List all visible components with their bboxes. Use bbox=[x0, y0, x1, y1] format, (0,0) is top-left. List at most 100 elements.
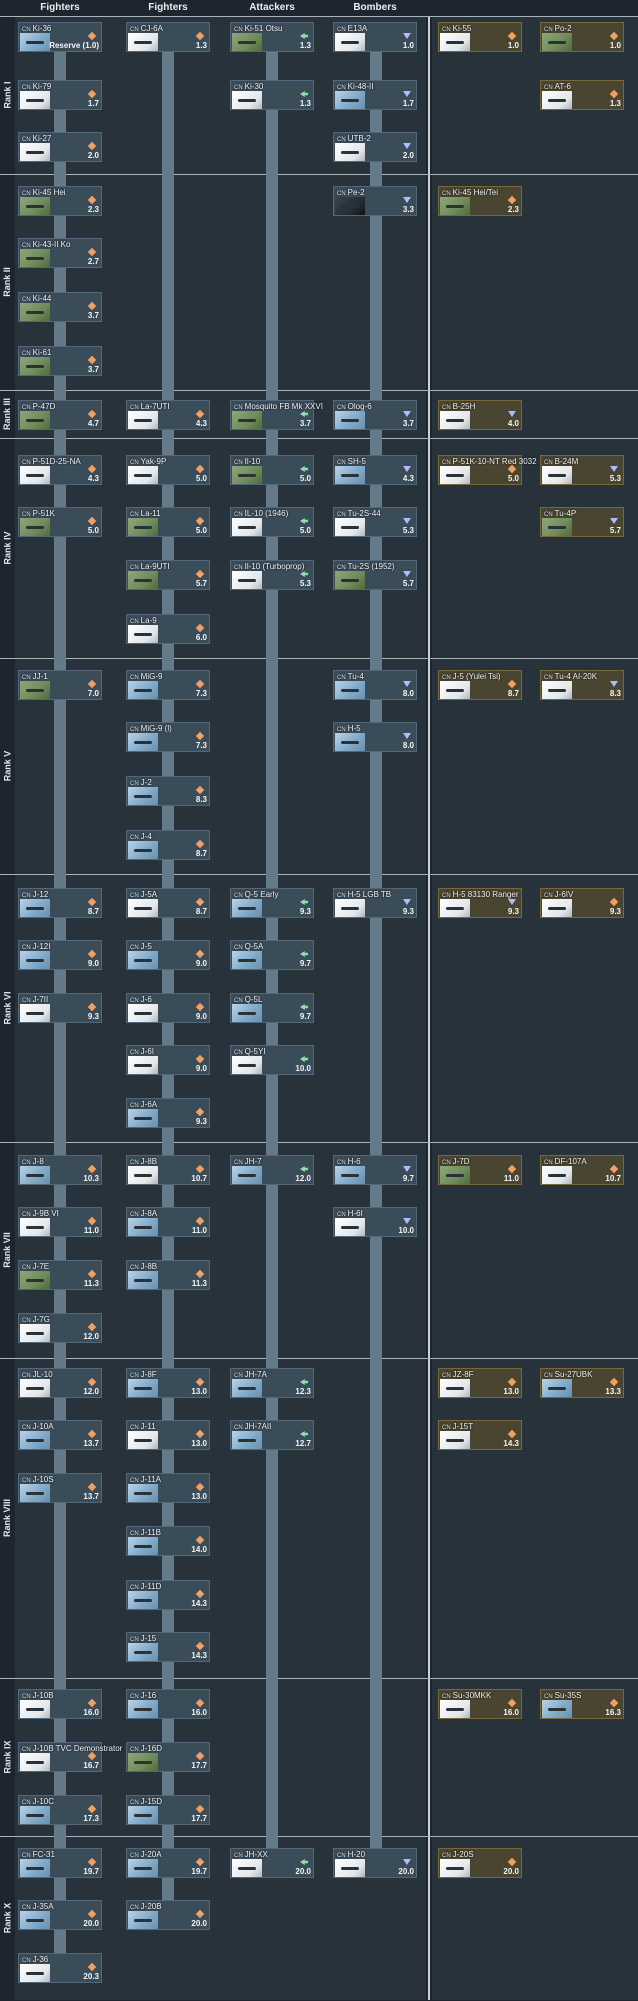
vehicle-card-j8[interactable]: CNJ-810.3 bbox=[18, 1155, 102, 1185]
vehicle-card-su30mkk[interactable]: CNSu-30MKK16.0 bbox=[438, 1689, 522, 1719]
vehicle-card-j15d[interactable]: CNJ-15D17.7 bbox=[126, 1795, 210, 1825]
vehicle-card-j36[interactable]: CNJ-3620.3 bbox=[18, 1953, 102, 1983]
vehicle-card-j8f[interactable]: CNJ-8F13.0 bbox=[126, 1368, 210, 1398]
vehicle-card-pe2[interactable]: CNPe-23.3 bbox=[333, 186, 417, 216]
vehicle-card-mig9[interactable]: CNMiG-97.3 bbox=[126, 670, 210, 700]
vehicle-card-sh5[interactable]: CNSH-54.3 bbox=[333, 455, 417, 485]
vehicle-card-h5[interactable]: CNH-58.0 bbox=[333, 722, 417, 752]
vehicle-card-j10c[interactable]: CNJ-10C17.3 bbox=[18, 1795, 102, 1825]
vehicle-card-b25h[interactable]: CNB-25H4.0 bbox=[438, 400, 522, 430]
vehicle-card-j11d[interactable]: CNJ-11D14.3 bbox=[126, 1580, 210, 1610]
vehicle-card-la7uti[interactable]: CNLa-7UTI4.3 bbox=[126, 400, 210, 430]
vehicle-card-j11[interactable]: CNJ-1113.0 bbox=[126, 1420, 210, 1450]
vehicle-card-j20a[interactable]: CNJ-20A19.7 bbox=[126, 1848, 210, 1878]
vehicle-card-ki45hei[interactable]: CNKi-45 Hei2.3 bbox=[18, 186, 102, 216]
vehicle-card-j10s[interactable]: CNJ-10S13.7 bbox=[18, 1473, 102, 1503]
vehicle-card-p51d[interactable]: CNP-51D-25-NA4.3 bbox=[18, 455, 102, 485]
vehicle-card-h6i[interactable]: CNH-6I10.0 bbox=[333, 1207, 417, 1237]
vehicle-card-j11a[interactable]: CNJ-11A13.0 bbox=[126, 1473, 210, 1503]
vehicle-card-jh7a[interactable]: CNJH-7A12.3 bbox=[230, 1368, 314, 1398]
vehicle-card-su27ubk[interactable]: CNSu-27UBK13.3 bbox=[540, 1368, 624, 1398]
vehicle-card-q5early[interactable]: CNQ-5 Early9.3 bbox=[230, 888, 314, 918]
vehicle-card-j8b[interactable]: CNJ-8B10.7 bbox=[126, 1155, 210, 1185]
vehicle-card-q5l[interactable]: CNQ-5L9.7 bbox=[230, 993, 314, 1023]
vehicle-card-j9bvi[interactable]: CNJ-9B VI11.0 bbox=[18, 1207, 102, 1237]
vehicle-card-q5a[interactable]: CNQ-5A9.7 bbox=[230, 940, 314, 970]
vehicle-card-j10btvc[interactable]: CNJ-10B TVC Demonstrator16.7 bbox=[18, 1742, 122, 1772]
vehicle-card-at6[interactable]: CNAT-61.3 bbox=[540, 80, 624, 110]
vehicle-card-ki36[interactable]: CNKi-36Reserve (1.0) bbox=[18, 22, 102, 52]
vehicle-card-j7g[interactable]: CNJ-7G12.0 bbox=[18, 1313, 102, 1343]
vehicle-card-olog6[interactable]: CNOlog-63.7 bbox=[333, 400, 417, 430]
vehicle-card-jh7[interactable]: CNJH-712.0 bbox=[230, 1155, 314, 1185]
vehicle-card-j6a[interactable]: CNJ-6A9.3 bbox=[126, 1098, 210, 1128]
vehicle-card-tu4p[interactable]: CNTu-4P5.7 bbox=[540, 507, 624, 537]
vehicle-card-j15[interactable]: CNJ-1514.3 bbox=[126, 1632, 210, 1662]
vehicle-card-j35a[interactable]: CNJ-35A20.0 bbox=[18, 1900, 102, 1930]
vehicle-card-mig9l[interactable]: CNMiG-9 (l)7.3 bbox=[126, 722, 210, 752]
vehicle-card-il10[interactable]: CNIl-105.0 bbox=[230, 455, 314, 485]
vehicle-card-j15t[interactable]: CNJ-15T14.3 bbox=[438, 1420, 522, 1450]
vehicle-card-j10a[interactable]: CNJ-10A13.7 bbox=[18, 1420, 102, 1450]
vehicle-card-q5yi[interactable]: CNQ-5YI10.0 bbox=[230, 1045, 314, 1075]
vehicle-card-p47d[interactable]: CNP-47D4.7 bbox=[18, 400, 102, 430]
vehicle-card-j6i[interactable]: CNJ-6I9.0 bbox=[126, 1045, 210, 1075]
vehicle-card-jz8f[interactable]: CNJZ-8F13.0 bbox=[438, 1368, 522, 1398]
vehicle-card-ki43[interactable]: CNKi-43-II Ko2.7 bbox=[18, 238, 102, 268]
vehicle-card-mosquito[interactable]: CNMosquito FB Mk XXVI3.7 bbox=[230, 400, 323, 430]
vehicle-card-j16[interactable]: CNJ-1616.0 bbox=[126, 1689, 210, 1719]
vehicle-card-j8a[interactable]: CNJ-8A11.0 bbox=[126, 1207, 210, 1237]
vehicle-card-tu2s44[interactable]: CNTu-2S-445.3 bbox=[333, 507, 417, 537]
vehicle-card-il10_turbo[interactable]: CNIl-10 (Turboprop)5.3 bbox=[230, 560, 314, 590]
vehicle-card-ki45heitei[interactable]: CNKi-45 Hei/Tei2.3 bbox=[438, 186, 522, 216]
vehicle-card-ki61[interactable]: CNKi-613.7 bbox=[18, 346, 102, 376]
vehicle-card-ki79[interactable]: CNKi-791.7 bbox=[18, 80, 102, 110]
vehicle-card-la9[interactable]: CNLa-96.0 bbox=[126, 614, 210, 644]
vehicle-card-jl10[interactable]: CNJL-1012.0 bbox=[18, 1368, 102, 1398]
vehicle-card-j5a[interactable]: CNJ-5A8.7 bbox=[126, 888, 210, 918]
vehicle-card-b24m[interactable]: CNB-24M5.3 bbox=[540, 455, 624, 485]
vehicle-card-la11[interactable]: CNLa-115.0 bbox=[126, 507, 210, 537]
vehicle-card-utb2[interactable]: CNUTB-22.0 bbox=[333, 132, 417, 162]
vehicle-card-e13a[interactable]: CNE13A1.0 bbox=[333, 22, 417, 52]
vehicle-card-po2[interactable]: CNPo-21.0 bbox=[540, 22, 624, 52]
vehicle-card-j4[interactable]: CNJ-48.7 bbox=[126, 830, 210, 860]
vehicle-card-ki51[interactable]: CNKi-51 Otsu1.3 bbox=[230, 22, 314, 52]
vehicle-card-j5yulei[interactable]: CNJ-5 (Yulei Tsi)8.7 bbox=[438, 670, 522, 700]
vehicle-card-ki44[interactable]: CNKi-443.7 bbox=[18, 292, 102, 322]
vehicle-card-j10b[interactable]: CNJ-10B16.0 bbox=[18, 1689, 102, 1719]
vehicle-card-ki27[interactable]: CNKi-272.0 bbox=[18, 132, 102, 162]
vehicle-card-j12i[interactable]: CNJ-12I9.0 bbox=[18, 940, 102, 970]
vehicle-card-p51k10[interactable]: CNP-51K-10-NT Red 30325.0 bbox=[438, 455, 537, 485]
vehicle-card-h6[interactable]: CNH-69.7 bbox=[333, 1155, 417, 1185]
vehicle-card-j11b[interactable]: CNJ-11B14.0 bbox=[126, 1526, 210, 1556]
vehicle-card-h5lgb[interactable]: CNH-5 LGB TB9.3 bbox=[333, 888, 417, 918]
vehicle-card-su35s[interactable]: CNSu-35S16.3 bbox=[540, 1689, 624, 1719]
vehicle-card-tu4ai20k[interactable]: CNTu-4 AI-20K8.3 bbox=[540, 670, 624, 700]
vehicle-card-df107a[interactable]: CNDF-107A10.7 bbox=[540, 1155, 624, 1185]
vehicle-card-h5_83130[interactable]: CNH-5 83130 Ranger9.3 bbox=[438, 888, 522, 918]
vehicle-card-j8b2[interactable]: CNJ-8B11.3 bbox=[126, 1260, 210, 1290]
vehicle-card-il10_1946[interactable]: CNIL-10 (1946)5.0 bbox=[230, 507, 314, 537]
vehicle-card-j16d[interactable]: CNJ-16D17.7 bbox=[126, 1742, 210, 1772]
vehicle-card-j7d[interactable]: CNJ-7D11.0 bbox=[438, 1155, 522, 1185]
vehicle-card-j6[interactable]: CNJ-69.0 bbox=[126, 993, 210, 1023]
vehicle-card-ki48[interactable]: CNKi-48-II1.7 bbox=[333, 80, 417, 110]
vehicle-card-j2[interactable]: CNJ-28.3 bbox=[126, 776, 210, 806]
vehicle-card-jj1[interactable]: CNJJ-17.0 bbox=[18, 670, 102, 700]
vehicle-card-yak9p[interactable]: CNYak-9P5.0 bbox=[126, 455, 210, 485]
vehicle-card-p51k[interactable]: CNP-51K5.0 bbox=[18, 507, 102, 537]
vehicle-card-j7e[interactable]: CNJ-7E11.3 bbox=[18, 1260, 102, 1290]
vehicle-card-tu2s1952[interactable]: CNTu-2S (1952)5.7 bbox=[333, 560, 417, 590]
vehicle-card-jh7aii[interactable]: CNJH-7AII12.7 bbox=[230, 1420, 314, 1450]
vehicle-card-j20s[interactable]: CNJ-20S20.0 bbox=[438, 1848, 522, 1878]
vehicle-card-la9uti[interactable]: CNLa-9UTI5.7 bbox=[126, 560, 210, 590]
vehicle-card-fc31[interactable]: CNFC-3119.7 bbox=[18, 1848, 102, 1878]
vehicle-card-ki55[interactable]: CNKi-551.0 bbox=[438, 22, 522, 52]
vehicle-card-tu4[interactable]: CNTu-48.0 bbox=[333, 670, 417, 700]
vehicle-card-ki30[interactable]: CNKi-301.3 bbox=[230, 80, 314, 110]
vehicle-card-j20b[interactable]: CNJ-20B20.0 bbox=[126, 1900, 210, 1930]
vehicle-card-j6iv[interactable]: CNJ-6IV9.3 bbox=[540, 888, 624, 918]
vehicle-card-j5[interactable]: CNJ-59.0 bbox=[126, 940, 210, 970]
vehicle-card-jhxx[interactable]: CNJH-XX20.0 bbox=[230, 1848, 314, 1878]
